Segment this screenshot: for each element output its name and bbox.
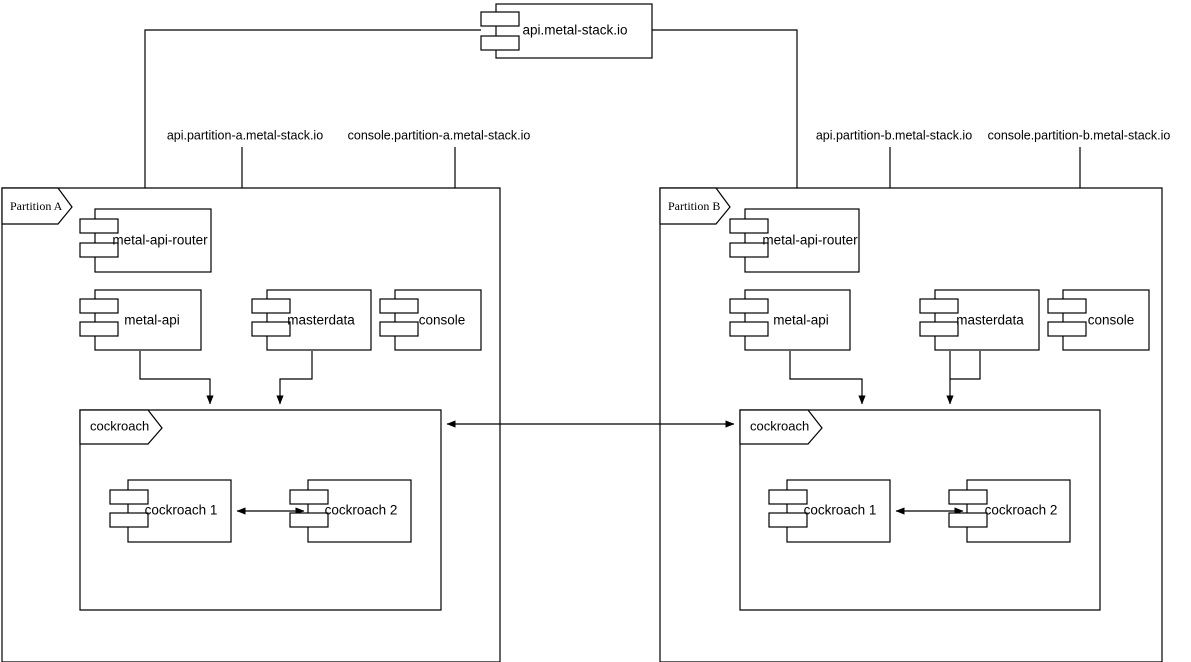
component-cockroach-1-b[interactable]: cockroach 1: [768, 479, 891, 543]
cockroach-group-a-label: cockroach: [90, 418, 149, 433]
component-label: metal-api-router: [762, 233, 858, 248]
component-label: masterdata: [956, 313, 1024, 328]
component-cockroach-2-b[interactable]: cockroach 2: [948, 479, 1071, 543]
connector-masterdata-b-elbow: [950, 351, 981, 380]
component-cockroach-2-a[interactable]: cockroach 2: [289, 479, 412, 543]
component-console-b[interactable]: console: [1047, 289, 1150, 351]
component-metal-api-a[interactable]: metal-api: [79, 289, 202, 351]
connector-api-to-router-b: [652, 29, 801, 203]
component-label: cockroach 2: [325, 503, 398, 518]
connector-metal-api-b-to-cockroach: [789, 351, 866, 405]
endpoint-label-console-partition-b: console.partition-b.metal-stack.io: [988, 128, 1171, 142]
endpoint-label-api-partition-b: api.partition-b.metal-stack.io: [816, 128, 972, 142]
component-console-a[interactable]: console: [379, 289, 482, 351]
component-metal-api-router-b[interactable]: metal-api-router: [729, 208, 860, 273]
component-label: cockroach 1: [804, 503, 877, 518]
partition-b-label: Partition B: [668, 199, 720, 213]
component-label: api.metal-stack.io: [522, 23, 627, 38]
cockroach-group-b-label: cockroach: [750, 418, 809, 433]
component-label: cockroach 1: [145, 503, 218, 518]
connector-api-to-router-a: [141, 29, 481, 203]
endpoint-label-api-partition-a: api.partition-a.metal-stack.io: [167, 128, 323, 142]
component-cockroach-1-a[interactable]: cockroach 1: [109, 479, 232, 543]
partition-a-label: Partition A: [10, 199, 63, 213]
component-label: cockroach 2: [985, 503, 1058, 518]
component-label: metal-api: [124, 313, 180, 328]
component-label: masterdata: [287, 313, 355, 328]
connector-masterdata-a-to-cockroach: [276, 351, 313, 405]
component-metal-api-b[interactable]: metal-api: [729, 289, 851, 351]
component-label: metal-api: [773, 313, 829, 328]
component-api-metal-stack-io[interactable]: api.metal-stack.io: [480, 3, 653, 59]
component-label: console: [1088, 313, 1135, 328]
component-masterdata-b[interactable]: masterdata: [919, 289, 1040, 351]
component-metal-api-router-a[interactable]: metal-api-router: [79, 208, 212, 273]
component-label: metal-api-router: [112, 233, 208, 248]
component-label: console: [419, 313, 466, 328]
endpoint-label-console-partition-a: console.partition-a.metal-stack.io: [348, 128, 531, 142]
component-masterdata-a[interactable]: masterdata: [251, 289, 372, 351]
connector-metal-api-a-to-cockroach: [139, 351, 214, 405]
